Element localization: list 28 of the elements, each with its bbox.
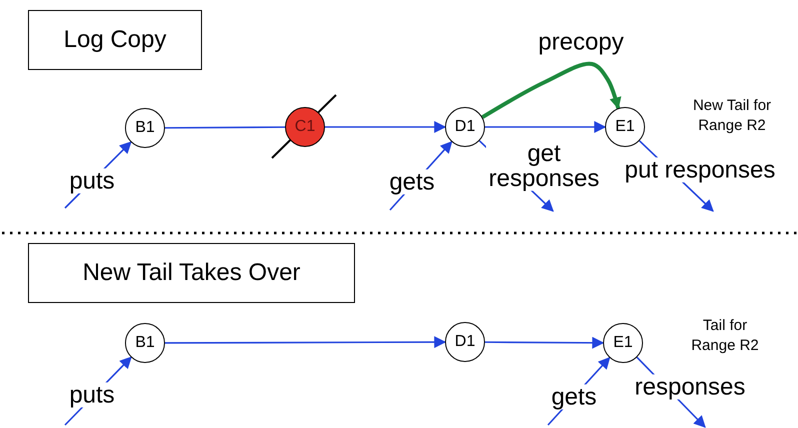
connector [325,121,446,133]
node-circle [603,323,643,363]
node-circle [445,107,485,147]
title-box [28,243,355,303]
node-circle [445,322,485,362]
node-label: D1 [454,333,476,351]
node-label: B1 [135,334,155,352]
node-label: B1 [135,119,155,137]
connector [165,126,285,129]
connector [165,336,446,348]
node-circle [285,107,325,147]
title-box [28,10,202,70]
node-circle [605,107,645,147]
edge-label: gets [387,169,437,195]
node-label: C1 [294,118,316,136]
edge-label: gets [549,384,599,410]
node-circle [125,108,165,148]
node-label: Log Copy [64,26,166,54]
node-label: E1 [615,118,635,136]
connector [485,121,606,133]
connector [485,336,604,349]
node-circle [125,323,165,363]
node-label: New Tail Takes Over [82,259,300,287]
node-caption: New Tail for Range R2 [692,96,772,136]
connector [481,62,622,119]
node-label: E1 [613,334,633,352]
node-caption: Tail for Range R2 [690,316,760,356]
node-label: D1 [454,118,476,136]
